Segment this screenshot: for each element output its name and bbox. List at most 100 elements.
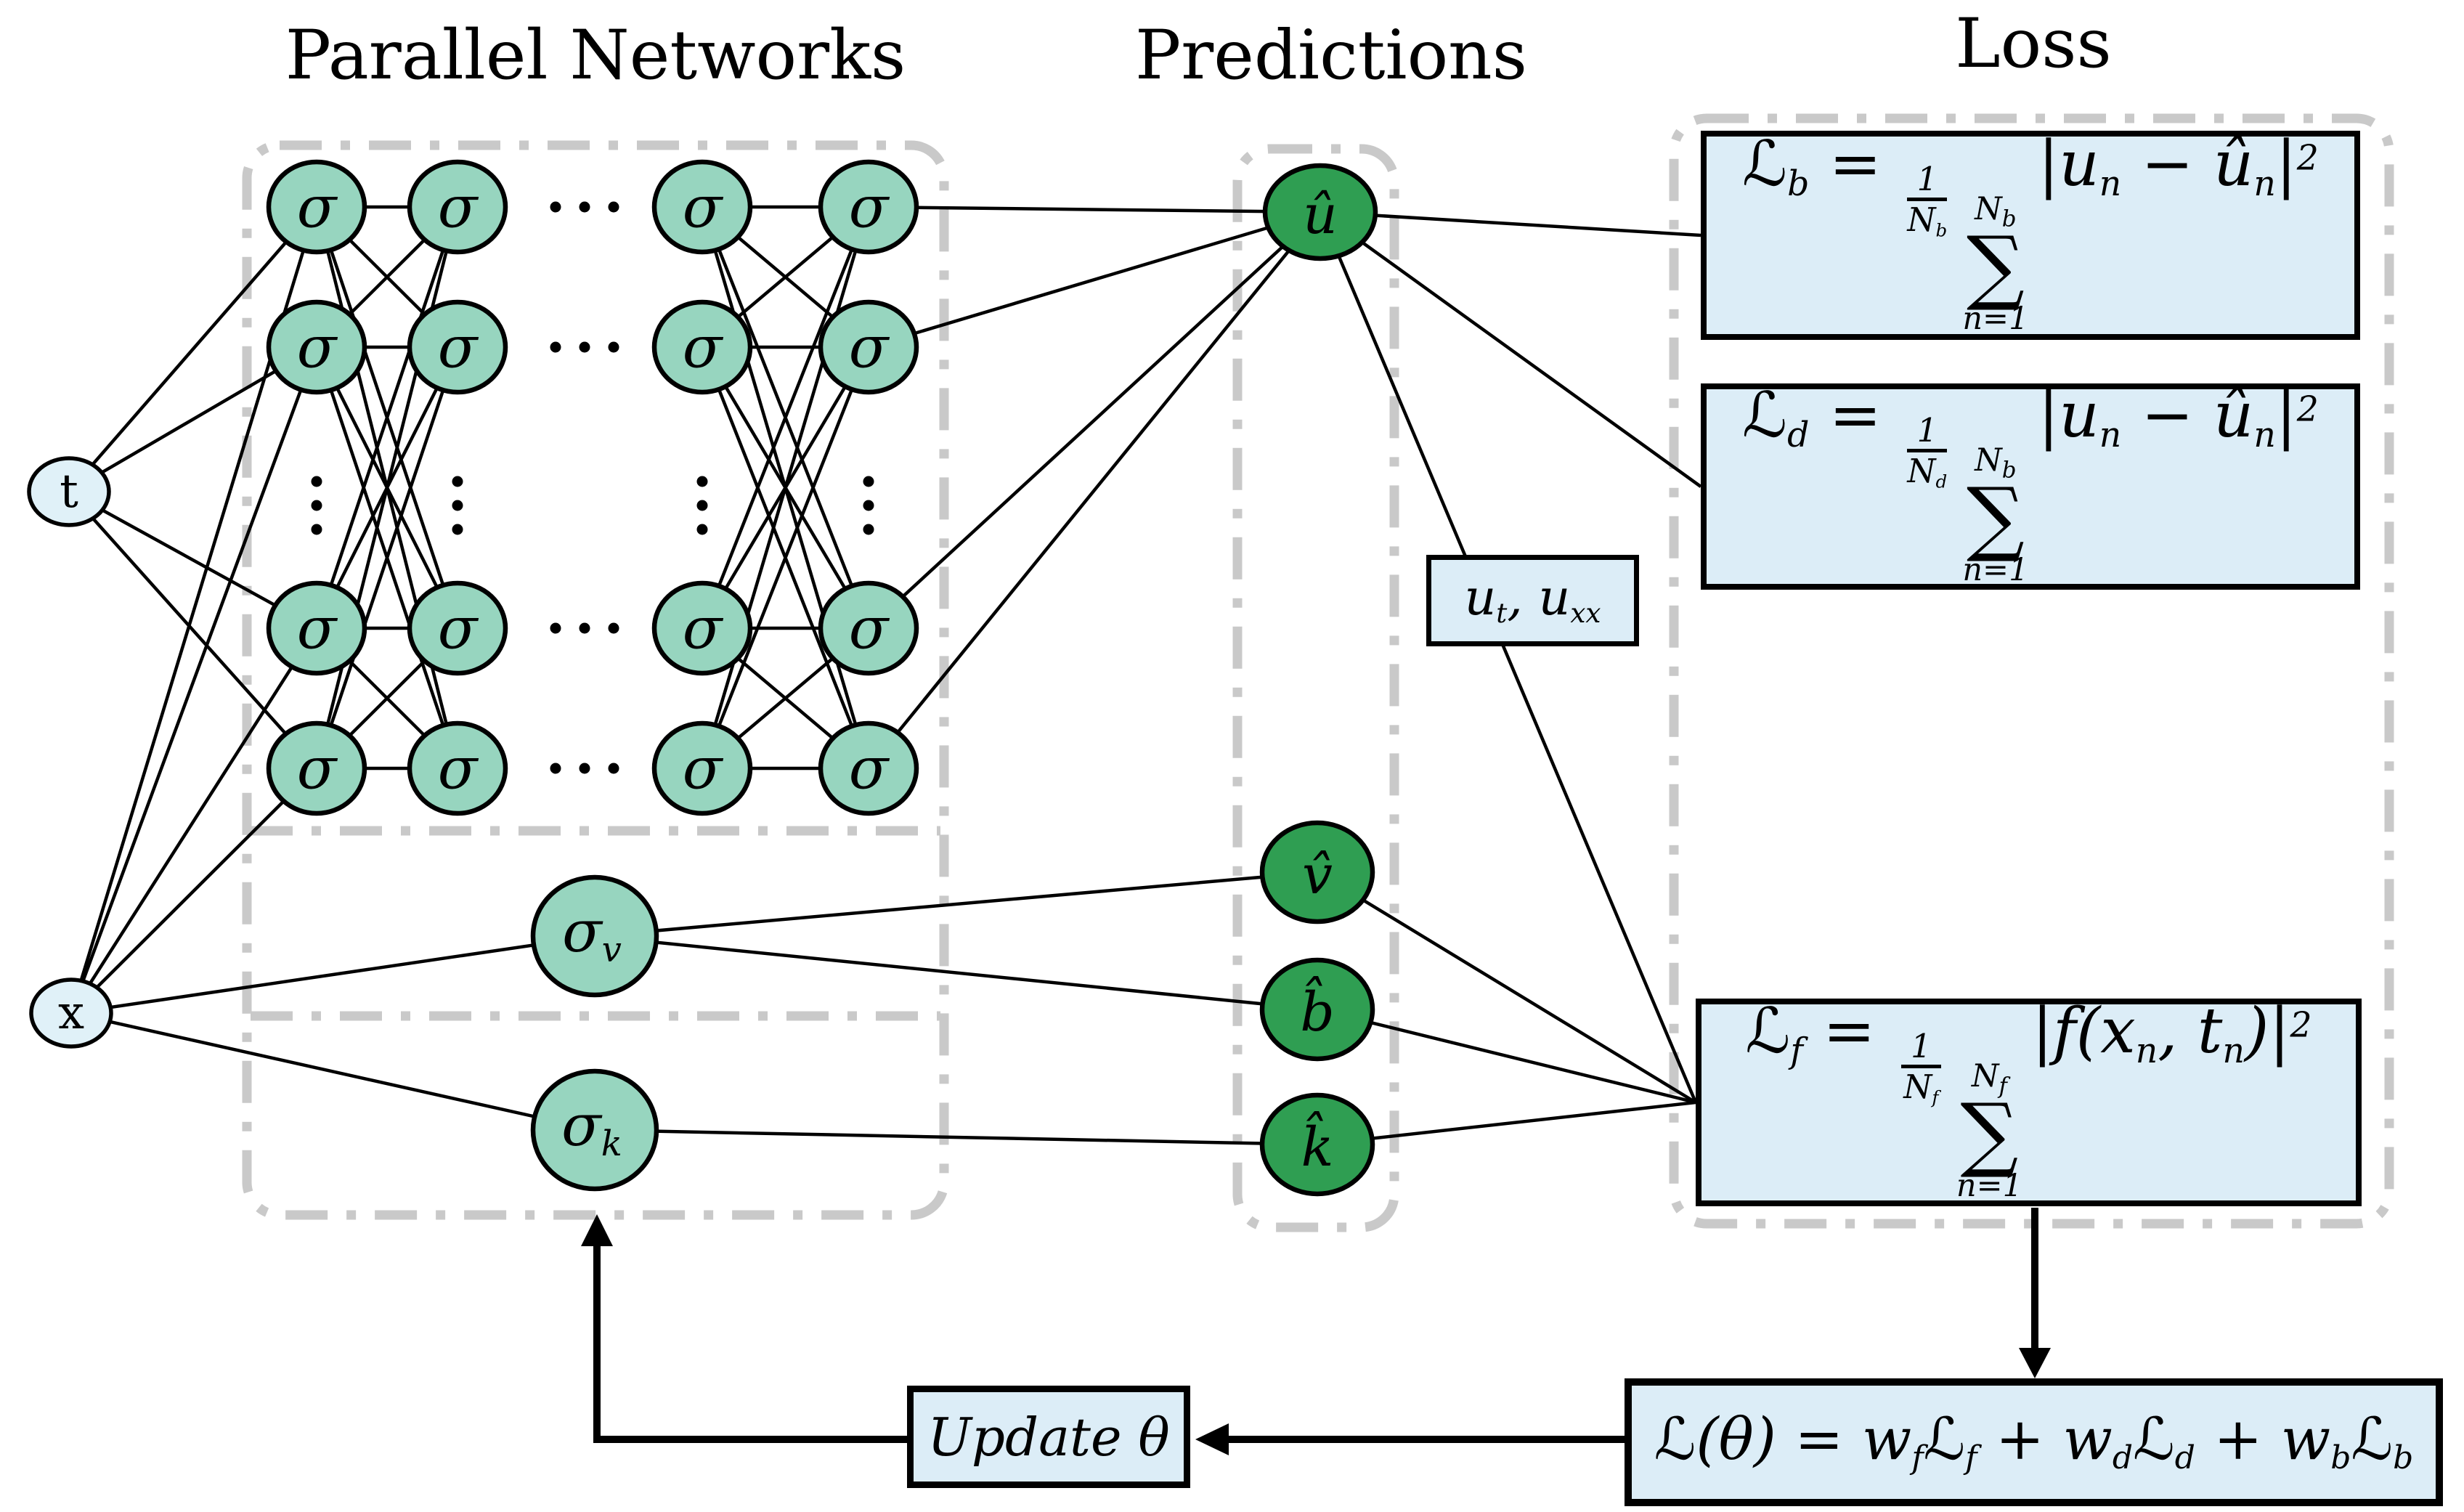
sigma-node — [651, 159, 753, 255]
ellipsis-dots — [311, 201, 874, 774]
update-theta-box: Update θ — [907, 1386, 1190, 1488]
edge-uhat-lossd — [1319, 211, 1702, 488]
sigma-k-node: σk — [530, 1068, 659, 1192]
sigma-node — [818, 580, 919, 676]
edge-vhat-lossf — [1316, 871, 1697, 1104]
sigma-node-label: σ — [438, 735, 479, 802]
arrowhead-left-icon — [1195, 1423, 1229, 1455]
sigma-node — [407, 580, 508, 676]
vertical-ellipsis-dot — [696, 476, 708, 487]
edge-hidden-uhat — [868, 210, 1321, 349]
edge-hidden-uhat — [867, 211, 1322, 630]
input-x-label: x — [58, 986, 84, 1040]
loss-title: Loss — [1955, 4, 2112, 84]
edge-hidden-l1-l2 — [314, 206, 460, 629]
predictions-title: Predictions — [1135, 16, 1527, 95]
edge-hidden-l3-l4 — [700, 206, 871, 769]
prediction-node-v: v̂ — [1259, 820, 1375, 924]
sigma-node-label: σ — [683, 735, 724, 802]
sigma-node-label: σ — [849, 314, 890, 381]
horizontal-ellipsis-dot — [550, 201, 561, 213]
sigma-node-label: σ — [297, 735, 338, 802]
horizontal-ellipsis-dot — [550, 763, 561, 774]
sigma-k-label: σk — [561, 1092, 622, 1165]
arrowhead-up-icon — [581, 1214, 613, 1246]
vertical-ellipsis-dot — [311, 476, 322, 487]
vertical-ellipsis-dot — [696, 500, 708, 511]
sigma-node-label: σ — [297, 595, 338, 662]
edge-uhat-lossf — [1318, 211, 1698, 1103]
edge-hidden-uhat — [867, 211, 1322, 770]
parallel-networks-title: Parallel Networks — [285, 16, 906, 95]
edge-x-hidden — [70, 767, 318, 1015]
horizontal-ellipsis-dot — [579, 341, 590, 353]
horizontal-ellipsis-dot — [608, 201, 619, 213]
edge-uhat-lossb — [1320, 210, 1701, 237]
sigma-node-label: σ — [297, 314, 338, 381]
sigma-node-label: σ — [438, 174, 479, 241]
sigma-node-label: σ — [683, 174, 724, 241]
sigma-node — [407, 299, 508, 395]
network-edges — [68, 205, 1702, 1147]
prediction-node-u: û — [1262, 163, 1378, 261]
edge-x-sigmak — [70, 1011, 595, 1132]
edge-hidden-l3-l4 — [700, 346, 871, 769]
total-loss-box: ℒ(θ) = wfℒf + wdℒd + wbℒb — [1625, 1378, 2443, 1506]
derivatives-label: ut, uxx — [1464, 569, 1601, 630]
total-loss-formula: ℒ(θ) = wfℒf + wdℒd + wbℒb — [1654, 1405, 2414, 1477]
horizontal-ellipsis-dot — [608, 763, 619, 774]
sigma-node — [407, 720, 508, 816]
sigma-k-label-sub: k — [601, 1123, 622, 1164]
sigma-node — [266, 580, 367, 676]
horizontal-ellipsis-dot — [579, 201, 590, 213]
parallel-networks-group-box — [242, 140, 949, 1220]
edge-hidden-uhat — [868, 205, 1321, 214]
pred-b-label: b̂ — [1300, 975, 1334, 1044]
edge-hidden-l1-l2 — [314, 206, 460, 769]
update-theta-label: Update θ — [927, 1406, 1170, 1468]
sigma-node-label: σ — [683, 314, 724, 381]
input-t-label: t — [60, 465, 78, 519]
horizontal-ellipsis-dot — [608, 341, 619, 353]
sigma-node — [651, 720, 753, 816]
vertical-ellipsis-dot — [863, 524, 874, 535]
horizontal-ellipsis-dot — [550, 622, 561, 634]
horizontal-ellipsis-dot — [608, 622, 619, 634]
sigma-node-label: σ — [849, 735, 890, 802]
arrow-update-to-networks — [593, 1243, 907, 1443]
edge-x-sigmav — [70, 934, 595, 1015]
sigma-node-label: σ — [849, 595, 890, 662]
vertical-ellipsis-dot — [863, 476, 874, 487]
arrowhead-down-icon — [2019, 1348, 2051, 1378]
sigma-node — [266, 159, 367, 255]
sigma-v-node: σv — [530, 874, 659, 998]
horizontal-ellipsis-dot — [579, 763, 590, 774]
prediction-node-k: k̂ — [1259, 1092, 1375, 1197]
vertical-ellipsis-dot — [863, 500, 874, 511]
predictions-group-box — [1232, 144, 1399, 1232]
sigma-node — [407, 159, 508, 255]
vertical-ellipsis-dot — [311, 524, 322, 535]
prediction-node-b: b̂ — [1259, 957, 1375, 1062]
horizontal-ellipsis-dot — [579, 622, 590, 634]
input-node-t: t — [27, 456, 111, 527]
vertical-ellipsis-dot — [311, 500, 322, 511]
sigma-k-label-base: σ — [561, 1092, 603, 1159]
pred-b-ellipse — [1259, 957, 1375, 1062]
input-node-x: x — [29, 977, 113, 1049]
sigma-node — [266, 720, 367, 816]
pred-k-ellipse — [1259, 1092, 1375, 1197]
edge-sigmav-vhat — [594, 870, 1318, 938]
sigma-v-ellipse — [530, 874, 659, 998]
input-t-ellipse — [27, 456, 111, 527]
sigma-v-label: σv — [562, 898, 622, 971]
sigma-node — [651, 299, 753, 395]
sigma-node — [818, 299, 919, 395]
sigma-v-label-sub: v — [602, 930, 622, 970]
vertical-ellipsis-dot — [452, 476, 463, 487]
